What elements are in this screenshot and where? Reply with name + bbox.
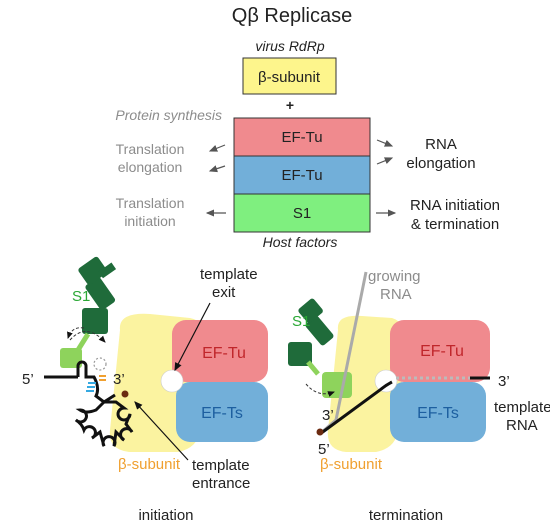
termination-s1-dark-block bbox=[288, 342, 312, 366]
initiation-ef-ts-label: EF-Ts bbox=[201, 405, 243, 422]
initiation-base-pairs-orange bbox=[99, 375, 106, 381]
initiation-ef-ts-shape bbox=[176, 382, 268, 442]
initiation-template-entrance-line1: template bbox=[192, 457, 250, 474]
initiation-template-exit-arrow bbox=[174, 302, 211, 372]
initiation-panel: EF-Tu EF-Ts S1 5’ bbox=[22, 256, 268, 524]
arrow-left-upper bbox=[208, 144, 226, 152]
initiation-rna-stemloop bbox=[76, 360, 116, 404]
termination-ef-tu-shape bbox=[390, 320, 490, 382]
initiation-template-exit-line2: exit bbox=[212, 284, 236, 301]
initiation-s1-dark-block bbox=[82, 308, 108, 334]
termination-ef-tu-label: EF-Tu bbox=[420, 343, 464, 360]
ef-tu-box-middle-label: EF-Tu bbox=[281, 167, 322, 184]
initiation-s1-light bbox=[60, 348, 82, 368]
termination-caption: termination bbox=[369, 507, 443, 524]
termination-growing-rna-line1: growing bbox=[368, 268, 421, 285]
termination-three-prime-left-label: 3’ bbox=[322, 407, 334, 424]
termination-template-entrance-dot bbox=[316, 428, 324, 436]
termination-s1-dark-arm bbox=[298, 298, 334, 346]
initiation-five-prime-label: 5’ bbox=[22, 371, 34, 388]
initiation-caption: initiation bbox=[138, 507, 193, 524]
arrow-right-upper bbox=[376, 139, 394, 147]
termination-ef-ts-label: EF-Ts bbox=[417, 405, 459, 422]
termination-template-rna-strand bbox=[319, 380, 393, 436]
termination-template-rna-line1: template bbox=[494, 399, 550, 416]
termination-template-rna-line2: RNA bbox=[506, 417, 538, 434]
right-initiation-label-line1: RNA initiation bbox=[410, 197, 500, 214]
arrow-left-lower bbox=[208, 165, 226, 173]
right-elongation-label-line1: RNA bbox=[425, 136, 457, 153]
termination-template-exit-hole bbox=[374, 369, 398, 393]
initiation-beta-label: β-subunit bbox=[118, 456, 181, 473]
ef-tu-box-top bbox=[233, 117, 371, 157]
termination-panel: EF-Tu EF-Ts S1 growing RNA 3’ 5’ 3’ temp… bbox=[288, 268, 550, 524]
termination-three-prime-right-label: 3’ bbox=[498, 373, 510, 390]
right-initiation-label-line2: & termination bbox=[411, 216, 499, 233]
initiation-s1-dark bbox=[78, 256, 117, 310]
termination-five-prime-label: 5’ bbox=[318, 441, 330, 458]
left-initiation-label-line1: Translation bbox=[116, 195, 185, 211]
ef-tu-box-top-label: EF-Tu bbox=[281, 129, 322, 146]
termination-growing-rna-line2: RNA bbox=[380, 286, 412, 303]
protein-synthesis-label: Protein synthesis bbox=[115, 107, 222, 123]
initiation-ef-tu-shape bbox=[172, 320, 268, 382]
initiation-three-prime-label: 3’ bbox=[113, 371, 125, 388]
left-initiation-label-line2: initiation bbox=[124, 213, 175, 229]
diagram-title: Qβ Replicase bbox=[232, 5, 352, 27]
termination-s1-label: S1 bbox=[292, 313, 310, 330]
left-elongation-label-line2: elongation bbox=[118, 159, 183, 175]
plus-sign: + bbox=[286, 97, 294, 113]
s1-box-label: S1 bbox=[293, 205, 311, 222]
initiation-rotation-arc bbox=[69, 331, 106, 343]
termination-beta-label: β-subunit bbox=[320, 456, 383, 473]
termination-s1-light bbox=[322, 372, 352, 398]
termination-s1-linker bbox=[306, 360, 320, 376]
initiation-template-exit-line1: template bbox=[200, 266, 258, 283]
initiation-template-entrance-arrow bbox=[134, 401, 189, 461]
virus-rdrp-label: virus RdRp bbox=[255, 38, 324, 54]
host-factors-label: Host factors bbox=[263, 234, 338, 250]
initiation-base-pairs bbox=[86, 382, 96, 392]
initiation-s1-linker bbox=[75, 332, 91, 352]
initiation-s1-label: S1 bbox=[72, 288, 90, 305]
beta-subunit-box-label: β-subunit bbox=[258, 69, 321, 86]
arrow-right-lower bbox=[376, 157, 394, 165]
initiation-rna-cloverleaf bbox=[74, 400, 134, 447]
initiation-dotted-loop bbox=[93, 357, 107, 371]
initiation-template-entrance-dot bbox=[121, 390, 129, 398]
initiation-template-exit-hole bbox=[160, 369, 184, 393]
termination-rotation-arc bbox=[305, 383, 335, 397]
right-elongation-label-line2: elongation bbox=[406, 155, 475, 172]
s1-box bbox=[233, 193, 371, 233]
termination-beta-body bbox=[327, 315, 406, 452]
termination-ef-ts-shape bbox=[390, 382, 486, 442]
ef-tu-box-middle bbox=[233, 155, 371, 195]
initiation-rotation-arc-back bbox=[67, 327, 85, 339]
initiation-template-entrance-line2: entrance bbox=[192, 475, 250, 492]
beta-subunit-box bbox=[242, 57, 337, 95]
left-elongation-label-line1: Translation bbox=[116, 141, 185, 157]
initiation-ef-tu-label: EF-Tu bbox=[202, 345, 246, 362]
